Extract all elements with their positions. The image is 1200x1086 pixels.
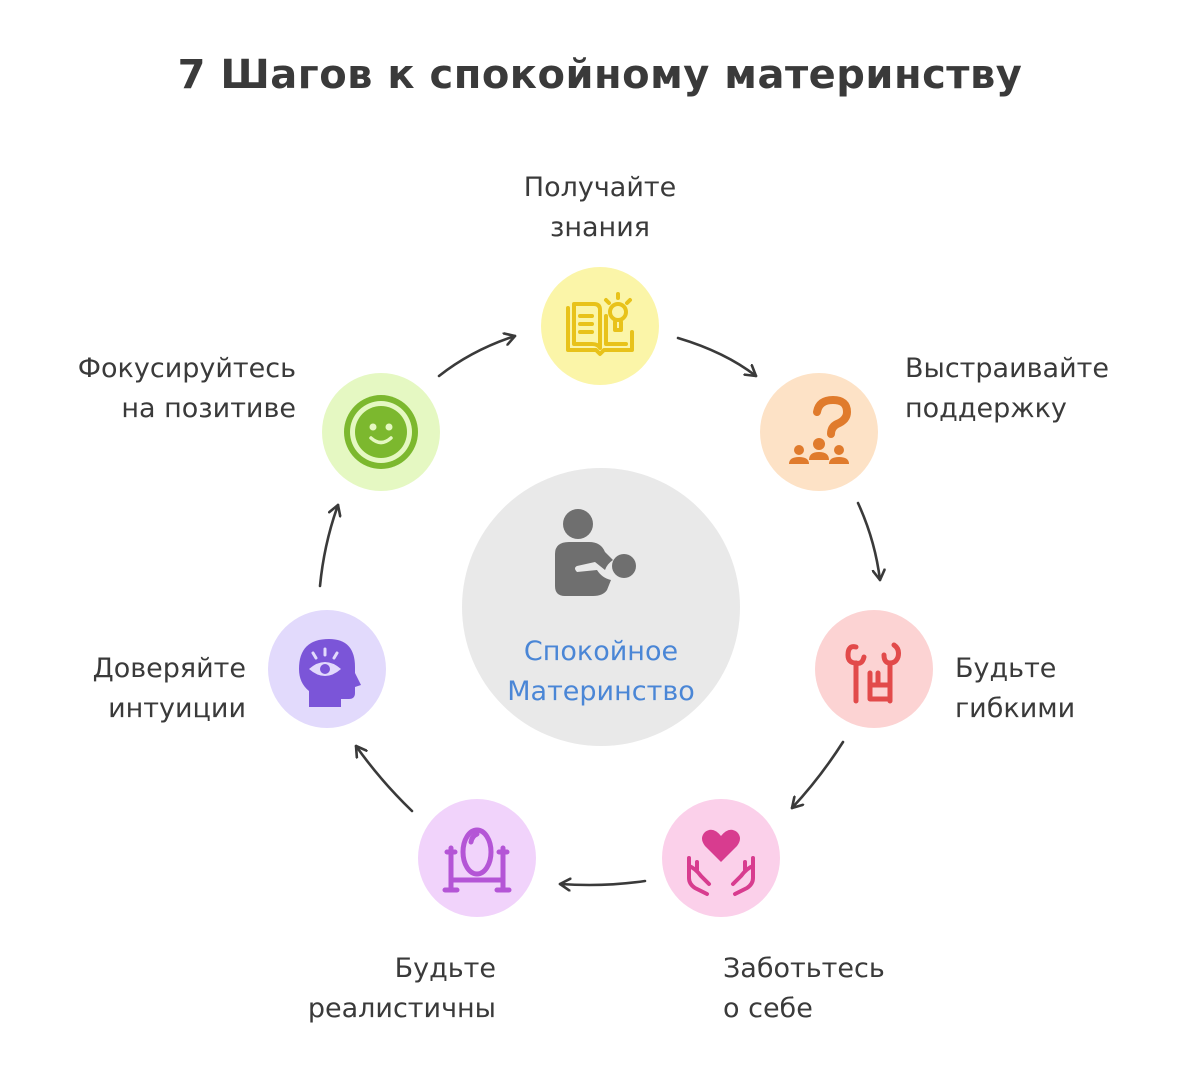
arrow-2-to-3 bbox=[856, 501, 880, 582]
step-6-node bbox=[268, 610, 386, 728]
step-4-node bbox=[662, 799, 780, 917]
step-2-label-line2: поддержку bbox=[905, 393, 1067, 424]
step-3-label-line2: гибкими bbox=[955, 693, 1076, 724]
arrow-7-to-1 bbox=[437, 336, 517, 378]
step-7-node bbox=[322, 373, 440, 491]
mother-holding-baby-icon bbox=[555, 509, 636, 596]
arrow-5-to-6 bbox=[354, 744, 414, 813]
step-1-label-line1: Получайте bbox=[523, 172, 677, 203]
flexible-figure-icon bbox=[845, 642, 901, 704]
step-7-label: Фокусируйтесь на позитиве bbox=[20, 349, 296, 429]
step-3-node bbox=[815, 610, 933, 728]
question-group-icon bbox=[789, 395, 852, 464]
arrow-4-to-5 bbox=[558, 881, 647, 885]
step-1-label-line2: знания bbox=[550, 212, 650, 243]
step-4-label-line2: о себе bbox=[723, 993, 813, 1024]
step-4-label-line1: Заботьтесь bbox=[723, 953, 885, 984]
heart-hands-icon bbox=[687, 829, 755, 896]
step-1-node bbox=[541, 267, 659, 385]
step-1-label: Получайте знания bbox=[480, 168, 720, 248]
diagram-title: 7 Шагов к спокойному материнству bbox=[177, 52, 1023, 98]
step-2-label: Выстраивайте поддержку bbox=[905, 349, 1185, 429]
step-5-label-line2: реалистичны bbox=[307, 993, 496, 1024]
step-7-label-line2: на позитиве bbox=[121, 393, 296, 424]
center-label-line1: Спокойное bbox=[523, 636, 679, 667]
mirror-icon bbox=[442, 827, 512, 893]
step-6-label-line1: Доверяйте bbox=[92, 653, 246, 684]
step-5-label: Будьте реалистичны bbox=[240, 949, 496, 1029]
center-label: Спокойное Материнство bbox=[462, 632, 740, 712]
arrow-1-to-2 bbox=[676, 336, 758, 378]
book-lightbulb-icon bbox=[566, 292, 634, 356]
step-2-label-line1: Выстраивайте bbox=[905, 353, 1109, 384]
head-eye-icon bbox=[299, 639, 361, 707]
step-7-label-line1: Фокусируйтесь bbox=[77, 353, 296, 384]
step-5-node bbox=[418, 799, 536, 917]
step-3-label: Будьте гибкими bbox=[955, 649, 1155, 729]
arrow-6-to-7 bbox=[318, 503, 338, 588]
arrow-3-to-4 bbox=[790, 740, 845, 810]
step-4-label: Заботьтесь о себе bbox=[723, 949, 963, 1029]
step-5-label-line1: Будьте bbox=[394, 953, 496, 984]
center-label-line2: Материнство bbox=[507, 676, 695, 707]
step-6-label: Доверяйте интуиции bbox=[40, 649, 246, 729]
step-6-label-line2: интуиции bbox=[108, 693, 246, 724]
step-3-label-line1: Будьте bbox=[955, 653, 1057, 684]
center-node: Спокойное Материнство bbox=[462, 468, 740, 746]
smiley-icon bbox=[344, 395, 418, 469]
step-2-node bbox=[760, 373, 878, 491]
